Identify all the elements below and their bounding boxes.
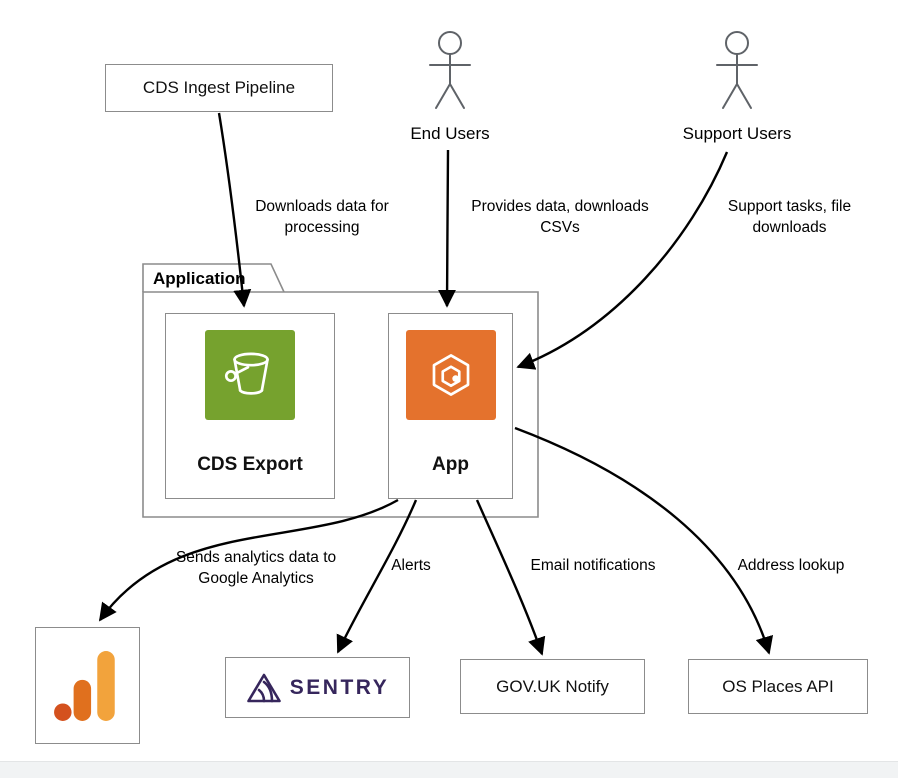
edge-label-sends-analytics: Sends analytics data to Google Analytics [175,549,337,587]
application-boundary-outline [142,291,539,518]
edge-app-to-os-places [514,426,774,655]
os-places-api-label: OS Places API [722,676,834,696]
edge-label-address-lookup: Address lookup [737,557,845,574]
edge-label-email-notifications: Email notifications [530,557,656,574]
cds-ingest-pipeline-label: CDS Ingest Pipeline [142,78,296,97]
google-analytics-icon [53,650,115,721]
node-app: App [388,313,513,499]
govuk-notify-label: GOV.UK Notify [496,676,609,696]
edge-label-downloads-data: Downloads data for processing [255,198,389,236]
edge-label-alerts: Alerts [391,557,431,574]
app-label: App [432,454,469,475]
node-os-places-api: OS Places API [688,659,868,714]
edge-app-to-govuk-notify [475,499,546,656]
sentry-logo-icon [246,673,281,702]
edge-end-users-to-app [438,149,457,308]
sentry-label: SENTRY [289,675,390,699]
cds-export-label: CDS Export [197,454,303,475]
aws-ecs-icon [405,330,496,420]
edge-support-users-to-app [516,151,729,370]
support-users-label: Support Users [682,124,792,143]
application-boundary-label: Application [153,269,246,288]
end-users-figure-icon [429,31,471,109]
edge-app-to-google-analytics [98,498,399,622]
node-cds-ingest-pipeline: CDS Ingest Pipeline [105,64,333,112]
aws-s3-bucket-icon [205,330,295,420]
node-cds-export: CDS Export [165,313,335,499]
node-sentry: SENTRY [225,657,410,718]
edge-label-provides-data: Provides data, downloads CSVs [471,198,649,236]
node-google-analytics [35,627,140,744]
end-users-label: End Users [410,124,490,143]
application-boundary-tab [142,263,285,293]
edge-ingest-to-cds-export [217,112,252,308]
edge-app-to-sentry [336,499,418,654]
node-govuk-notify: GOV.UK Notify [460,659,645,714]
support-users-figure-icon [716,31,758,109]
edge-label-support-tasks: Support tasks, file downloads [727,198,852,236]
bottom-strip [0,761,898,778]
